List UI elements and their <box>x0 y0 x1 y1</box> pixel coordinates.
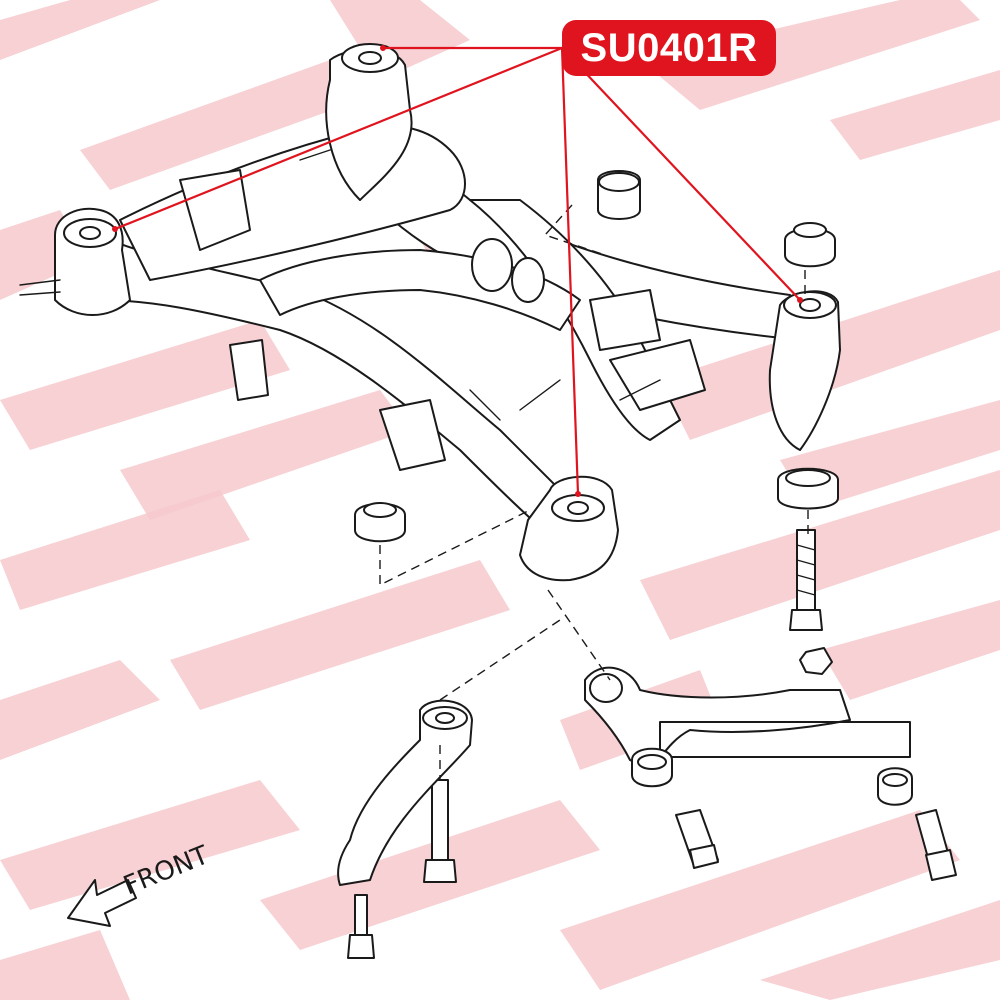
arm-bushing-right <box>877 767 913 806</box>
bushing-front-right-installed <box>783 291 837 319</box>
callout-leaders <box>112 45 803 497</box>
bushing-rear-center-installed <box>551 494 605 522</box>
lower-mount-bracket <box>337 699 473 886</box>
arm-bolt-left <box>675 809 719 869</box>
bolt-lower-left <box>423 779 457 883</box>
part-number-badge: SU0401R <box>562 20 776 76</box>
assembly-lines <box>379 204 809 780</box>
control-arm <box>584 666 957 881</box>
bushing-rear-left-installed <box>63 218 117 248</box>
front-arrow-icon <box>67 879 137 927</box>
loose-bushing-right-top <box>784 222 836 268</box>
arm-bushing-left <box>631 747 673 788</box>
nut-right <box>799 647 833 675</box>
loose-bushing-upper <box>597 170 641 220</box>
loose-bushing-left <box>354 502 406 543</box>
bushing-front-left-installed <box>341 43 399 73</box>
bolt-bottom <box>347 894 375 959</box>
loose-bushing-right-bottom <box>777 467 839 510</box>
bolt-right <box>789 529 823 631</box>
subframe <box>19 43 841 582</box>
arm-bolt-right <box>915 809 957 881</box>
